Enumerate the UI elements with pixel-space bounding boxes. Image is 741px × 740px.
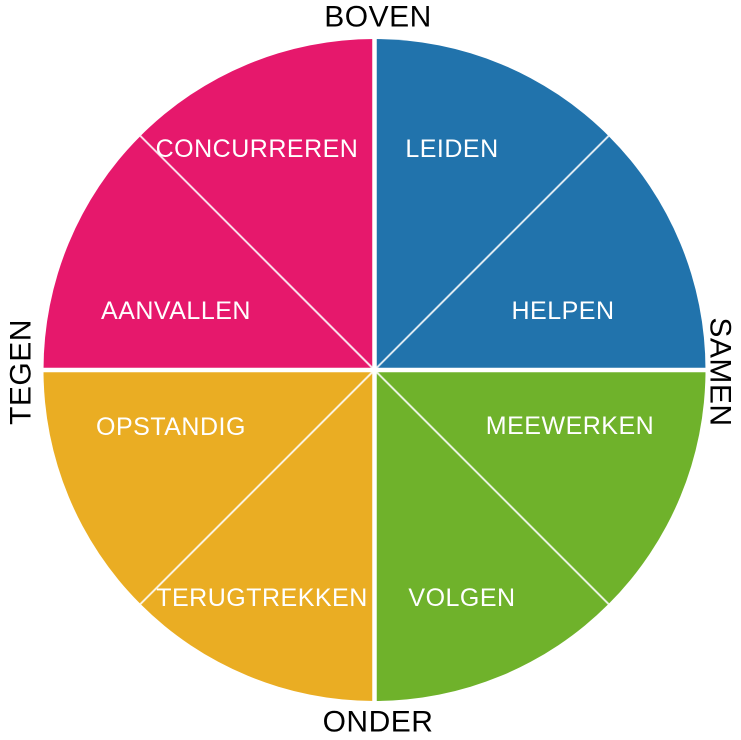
octant-label-volgen: VOLGEN [408,584,515,612]
octant-labels: LEIDEN HELPEN CONCURREREN AANVALLEN OPST… [96,135,654,612]
axis-labels: BOVEN ONDER TEGEN SAMEN [5,1,737,739]
axis-dividers [41,36,708,704]
axis-label-boven: BOVEN [324,1,432,34]
octant-label-opstandig: OPSTANDIG [96,413,246,441]
axis-label-onder: ONDER [323,706,434,739]
divider-diagonal-bottom-right [373,369,610,605]
divider-diagonal-top-left [139,135,376,371]
octant-dividers [139,135,610,605]
divider-diagonal-top-right [373,135,610,371]
octant-label-terugtrekken: TERUGTREKKEN [156,584,368,612]
octant-label-helpen: HELPEN [511,297,614,325]
octant-label-leiden: LEIDEN [405,135,498,163]
octant-label-aanvallen: AANVALLEN [101,297,251,325]
divider-diagonal-bottom-left [139,369,376,605]
octant-label-meewerken: MEEWERKEN [486,412,654,440]
octant-label-concurreren: CONCURREREN [156,135,359,163]
axis-label-tegen: TEGEN [5,319,38,425]
axis-label-samen: SAMEN [704,317,737,426]
